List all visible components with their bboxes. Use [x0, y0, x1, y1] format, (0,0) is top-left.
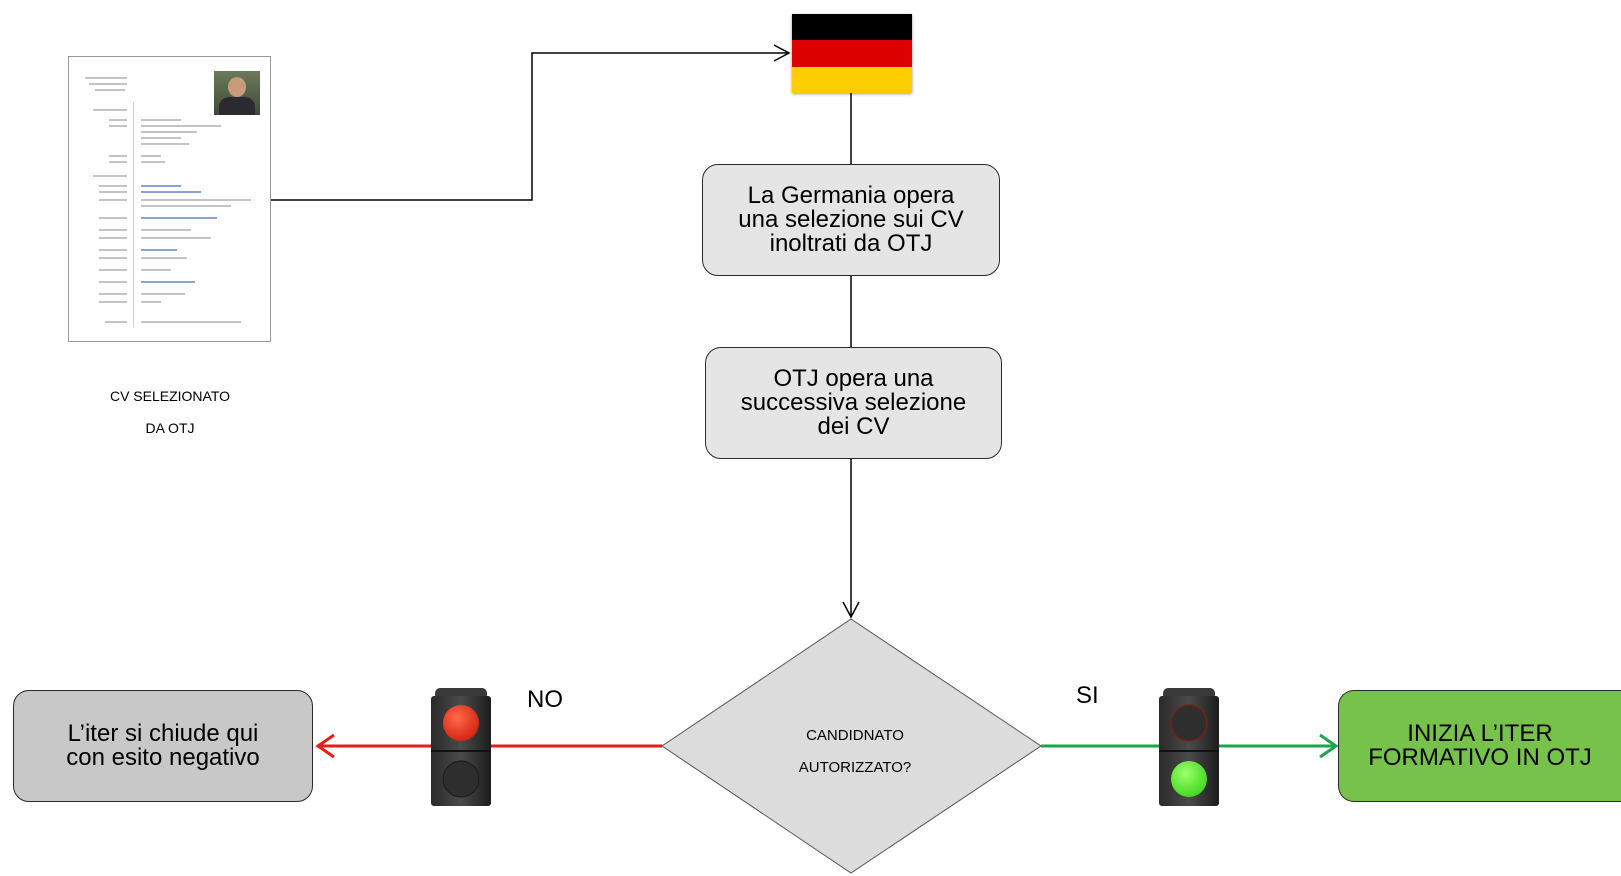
no-branch-label: NO — [527, 686, 563, 713]
outcome-negative: L’iter si chiude qui con esito negativo — [13, 690, 313, 802]
traffic-light-green-icon — [1159, 688, 1219, 806]
germany-flag-icon — [792, 14, 912, 93]
decision-label: CANDIDNATO AUTORIZZATO? — [707, 720, 1003, 784]
cv-to-flag-arrowhead — [773, 44, 791, 62]
step-otj-selection: OTJ opera una successiva selezione dei C… — [705, 347, 1002, 459]
decision-label-line2: AUTORIZZATO? — [798, 759, 912, 776]
cv-caption-line1: CV SELEZIONATO — [109, 388, 231, 404]
yes-branch-arrowhead — [1319, 733, 1339, 759]
cv-document-icon — [68, 56, 271, 342]
outcome-positive: INIZIA L’ITER FORMATIVO IN OTJ — [1338, 690, 1621, 802]
no-branch-arrowhead — [315, 733, 335, 759]
step-germany-selection: La Germania opera una selezione sui CV i… — [702, 164, 1000, 276]
decision-label-line1: CANDIDNATO — [806, 727, 904, 744]
cv-photo — [214, 71, 260, 115]
step-otj-selection-text: OTJ opera una successiva selezione dei C… — [740, 365, 967, 440]
yes-branch-label: SI — [1076, 682, 1099, 709]
step-germany-selection-text: La Germania opera una selezione sui CV i… — [738, 182, 964, 257]
decision-diamond — [661, 618, 1042, 874]
outcome-positive-text: INIZIA L’ITER FORMATIVO IN OTJ — [1368, 720, 1592, 771]
decision-arrowhead — [842, 601, 860, 619]
cv-caption-line2: DA OTJ — [145, 420, 195, 436]
cv-to-flag-connector — [271, 52, 789, 201]
traffic-light-red-icon — [431, 688, 491, 806]
outcome-negative-text: L’iter si chiude qui con esito negativo — [66, 720, 260, 771]
